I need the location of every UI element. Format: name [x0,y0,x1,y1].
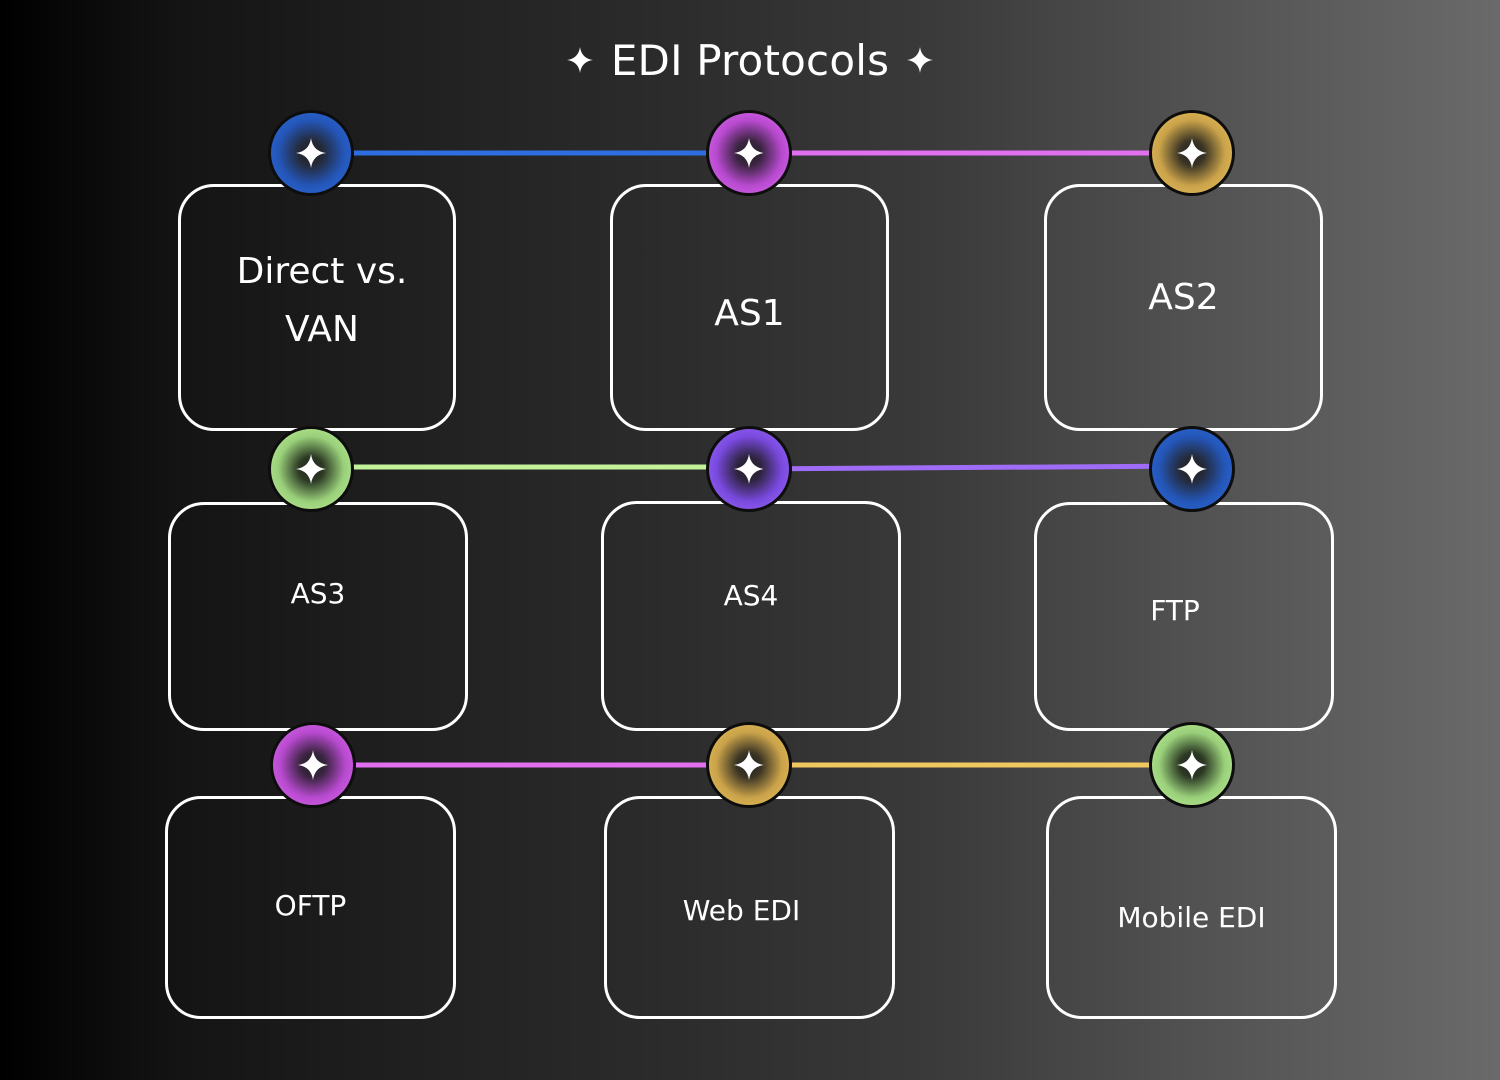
protocol-card-oftp: OFTP [165,796,456,1019]
protocol-card-ftp: FTP [1034,502,1334,731]
protocol-card-as3: AS3 [168,502,468,731]
sparkle-icon [566,47,593,73]
sparkle-icon [734,138,764,168]
diagram-title: EDI Protocols [0,30,1500,90]
protocol-card-direct-vs-van: Direct vs. VAN [178,184,456,431]
node-blue [1149,426,1235,512]
sparkle-icon [907,47,934,73]
title-text: EDI Protocols [610,35,890,85]
protocol-card-web-edi: Web EDI [604,796,895,1019]
card-label: FTP [1150,594,1200,627]
sparkle-icon [296,138,326,168]
card-label: Web EDI [682,894,801,927]
card-label: AS3 [290,577,346,610]
node-purple [706,426,792,512]
connector-line-2-2 [748,463,1193,472]
protocol-card-mobile-edi: Mobile EDI [1046,796,1337,1019]
card-label: AS2 [1148,276,1219,318]
card-label: AS1 [714,292,785,334]
node-green [1149,722,1235,808]
protocol-card-as2: AS2 [1044,184,1323,431]
node-yellow [1149,110,1235,196]
sparkle-icon [734,454,764,484]
sparkle-icon [296,454,326,484]
sparkle-icon [734,750,764,780]
protocol-card-as1: AS1 [610,184,889,431]
card-label: Direct vs. VAN [236,250,408,350]
sparkle-icon [1177,750,1207,780]
sparkle-icon [298,750,328,780]
node-pink [270,722,356,808]
card-label: AS4 [723,578,779,612]
sparkle-icon [1177,138,1207,168]
protocol-card-as4: AS4 [601,501,901,731]
node-blue [268,110,354,196]
node-pink [706,110,792,196]
node-green [268,426,354,512]
node-yellow [706,722,792,808]
card-label: OFTP [274,889,347,922]
card-label: Mobile EDI [1117,901,1266,934]
sparkle-icon [1177,454,1207,484]
